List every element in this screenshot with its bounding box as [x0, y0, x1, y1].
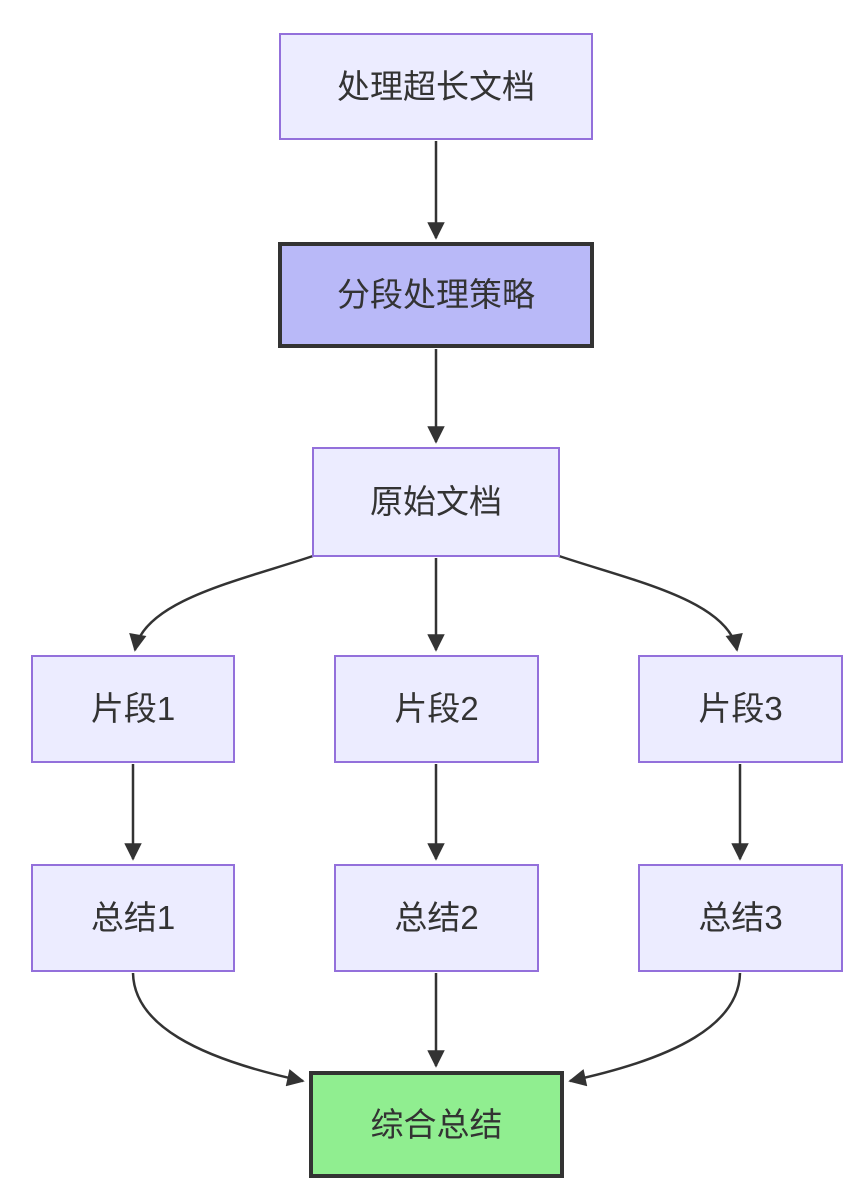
- node-fragment-3: 片段3: [638, 655, 843, 763]
- edge-s1-g: [131, 972, 305, 1087]
- node-fragment-1: 片段1: [31, 655, 235, 763]
- node-label: 原始文档: [370, 483, 502, 521]
- node-label: 片段1: [90, 690, 176, 728]
- node-label: 片段3: [698, 690, 783, 728]
- node-summary-2: 总结2: [334, 864, 539, 972]
- node-label: 片段2: [394, 690, 479, 728]
- node-original-document: 原始文档: [312, 447, 560, 557]
- node-label: 总结1: [90, 899, 176, 937]
- edge-s3-g: [568, 972, 742, 1087]
- node-segmentation-strategy: 分段处理策略: [278, 242, 594, 348]
- node-label: 综合总结: [370, 1105, 503, 1143]
- node-fragment-2: 片段2: [334, 655, 539, 763]
- node-label: 总结3: [698, 899, 783, 937]
- node-summary-3: 总结3: [638, 864, 843, 972]
- node-process-long-document: 处理超长文档: [279, 33, 593, 140]
- node-label: 处理超长文档: [337, 67, 535, 105]
- edge-c-d3: [558, 554, 743, 652]
- node-final-summary: 综合总结: [309, 1071, 564, 1178]
- node-label: 分段处理策略: [337, 276, 535, 314]
- node-summary-1: 总结1: [31, 864, 235, 972]
- edge-c-d1: [129, 554, 314, 652]
- node-label: 总结2: [394, 899, 479, 937]
